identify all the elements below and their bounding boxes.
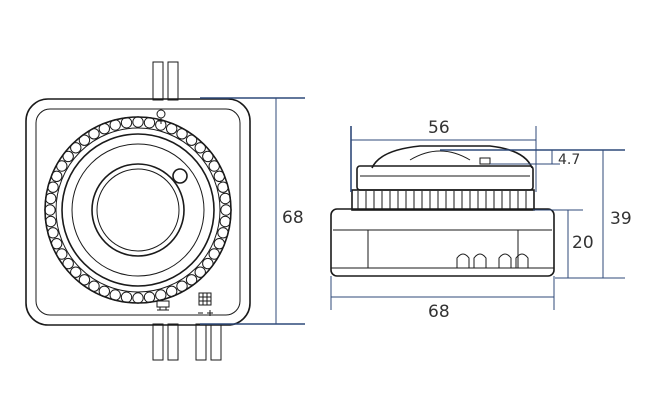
knurl-tooth [51, 237, 63, 250]
knurl-tooth [120, 291, 133, 303]
knurl-tooth [219, 215, 231, 228]
knurl-tooth [217, 227, 229, 239]
knurl-tooth [88, 128, 100, 140]
base-body [330, 208, 555, 277]
knurl-tooth [62, 257, 74, 270]
knurl-tooth [78, 134, 91, 146]
knurl-tooth [208, 160, 220, 172]
knurled-ring [44, 116, 232, 304]
knurl-tooth [44, 204, 56, 216]
lens-ring-1 [61, 133, 215, 287]
front-height-dimension [200, 97, 305, 325]
front-view [25, 61, 305, 361]
knurl-tooth [194, 266, 206, 278]
base-width-label: 68 [428, 302, 450, 322]
knurl-tooth [109, 289, 121, 301]
top-width-label: 56 [428, 118, 450, 138]
knurl-tooth [62, 150, 74, 163]
lens-ring-2 [71, 143, 205, 277]
knurl-tooth [202, 257, 214, 270]
clearance-tab [479, 157, 491, 165]
knurl-tooth [217, 181, 229, 193]
knurl-tooth [78, 274, 91, 286]
clearance-dimension [440, 149, 625, 165]
knurl-tooth [165, 285, 178, 297]
knurled-band [351, 189, 535, 211]
knurl-tooth [45, 192, 57, 205]
clearance-label: 4.7 [558, 152, 580, 168]
knurl-tooth [56, 160, 68, 172]
knurl-tooth [88, 280, 100, 292]
front-height-label: 68 [282, 208, 304, 228]
top-width-dimension [350, 126, 537, 192]
body-height-dimension [533, 209, 583, 278]
knurl-tooth [155, 289, 167, 301]
total-height-dimension [555, 150, 625, 279]
knurl-tooth [45, 215, 57, 228]
knurl-tooth [202, 150, 214, 163]
knurl-tooth [220, 204, 232, 216]
knurl-tooth [51, 170, 63, 183]
grid-icon [198, 292, 213, 316]
knurl-tooth [56, 248, 68, 260]
knurl-tooth [185, 134, 198, 146]
knurl-tooth [98, 123, 111, 135]
knurl-tooth [165, 123, 178, 135]
knurl-tooth [98, 285, 111, 297]
terminal-posts [456, 253, 529, 268]
adjust-screw [172, 168, 188, 184]
knurl-tooth [185, 274, 198, 286]
bottom-leads [152, 323, 222, 361]
knurl-tooth [70, 266, 82, 278]
front-housing-inner [35, 108, 241, 316]
knurl-tooth [208, 248, 220, 260]
threaded-rim [356, 165, 534, 191]
knurl-tooth [132, 292, 144, 304]
side-view [330, 126, 625, 310]
knurl-tooth [213, 237, 226, 250]
knurl-tooth [219, 192, 231, 205]
lens-aperture [96, 168, 180, 252]
knurl-tooth [176, 280, 188, 292]
knurl-tooth [47, 181, 59, 193]
top-leads [152, 61, 179, 101]
knurl-tooth [132, 116, 144, 128]
knurl-tooth [143, 117, 156, 129]
body-height-label: 20 [572, 233, 594, 253]
knurl-tooth [143, 291, 156, 303]
base-width-dimension [330, 276, 555, 310]
knurl-tooth [176, 128, 188, 140]
pin-terminal-icon [156, 109, 166, 124]
knurl-tooth [120, 117, 133, 129]
knurl-tooth [70, 142, 82, 154]
knurl-tooth [47, 227, 59, 239]
lens-dome [371, 145, 533, 169]
total-height-label: 39 [610, 209, 632, 229]
connector-icon [156, 300, 170, 311]
knurl-tooth [194, 142, 206, 154]
knurl-tooth [213, 170, 226, 183]
lens-ring-3 [91, 163, 185, 257]
knurl-tooth [109, 119, 121, 131]
front-housing-outer [25, 98, 251, 326]
